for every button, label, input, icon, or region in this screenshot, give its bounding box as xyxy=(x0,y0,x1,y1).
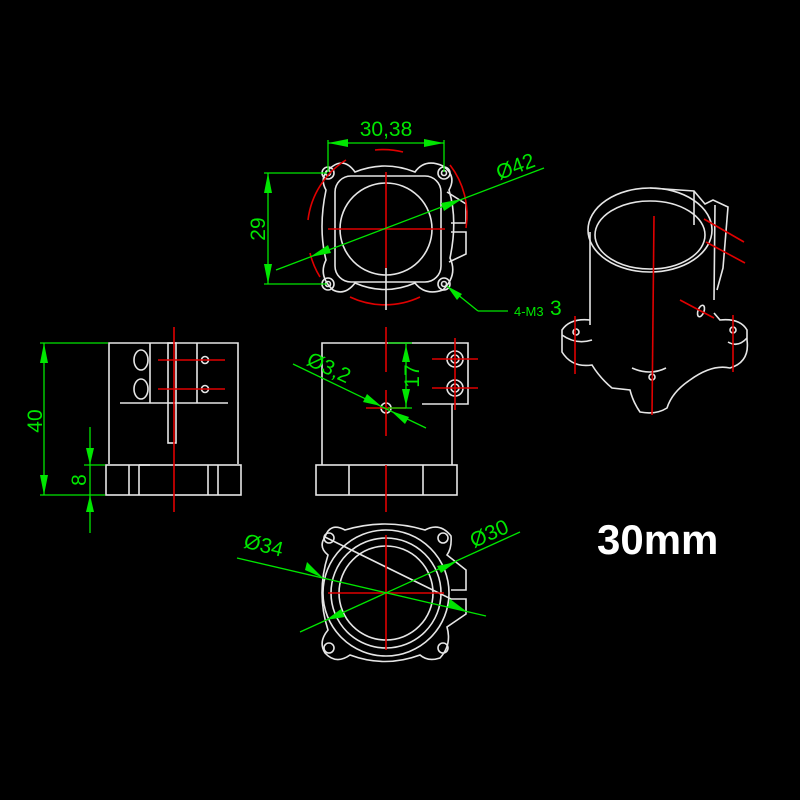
top-view xyxy=(307,148,468,310)
isometric-view: 3 xyxy=(550,187,749,416)
front-view xyxy=(105,327,242,512)
side-view xyxy=(315,327,478,512)
side-view-dimensions: 17 Ø3,2 xyxy=(292,342,427,429)
bottom-view-dimensions: Ø34 Ø30 xyxy=(236,515,521,633)
dim-hole-spacing-x: 30,38 xyxy=(360,118,413,141)
size-title: 30mm xyxy=(597,516,719,563)
dim-diameter-30: Ø30 xyxy=(467,515,513,552)
bottom-view xyxy=(321,523,467,663)
iso-label: 3 xyxy=(550,297,562,320)
dim-hole-spacing-y: 29 xyxy=(247,217,270,240)
front-view-dimensions: 40 8 xyxy=(24,342,108,533)
top-view-dimensions: 30,38 29 Ø42 4-M3 xyxy=(247,118,545,319)
dim-holes-4-m3: 4-M3 xyxy=(514,304,544,319)
dim-flange-8: 8 xyxy=(68,474,91,486)
dim-height-40: 40 xyxy=(24,409,47,432)
dim-diameter-34: Ø34 xyxy=(242,530,286,562)
dim-hole-diameter-3-2: Ø3,2 xyxy=(303,348,354,388)
dim-hole-height-17: 17 xyxy=(401,364,424,387)
